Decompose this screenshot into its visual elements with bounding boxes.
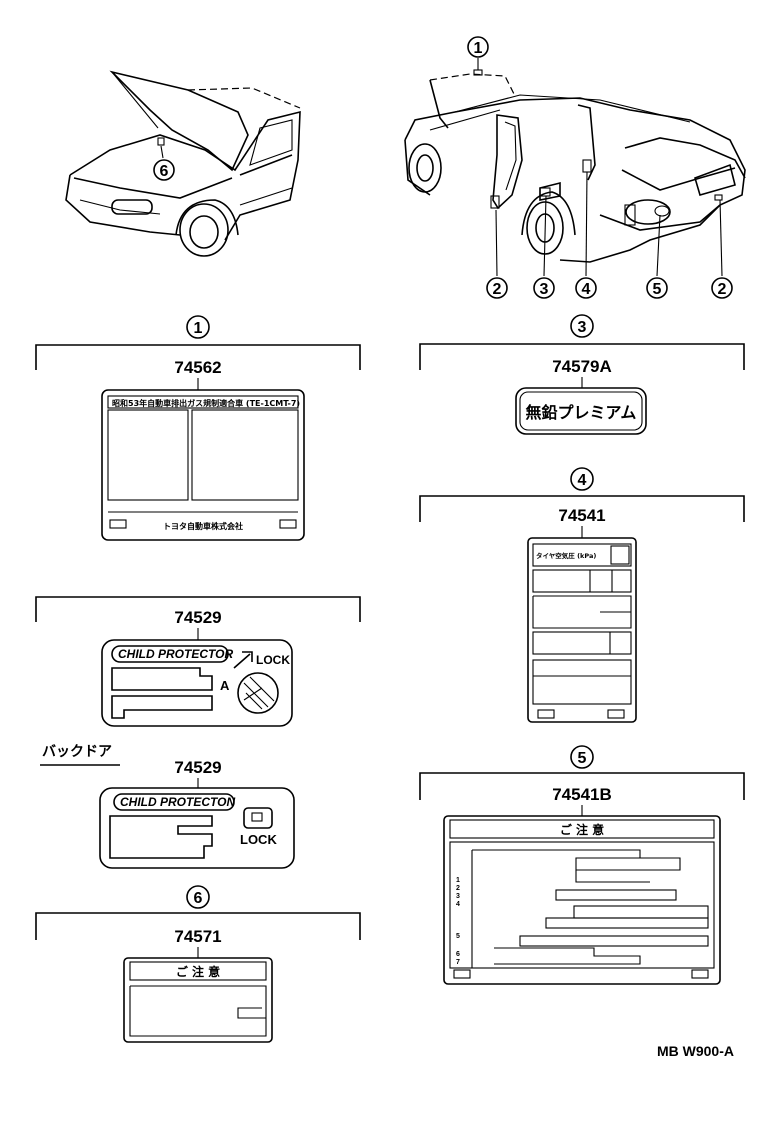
figure-id: MB W900-A bbox=[657, 1043, 734, 1059]
part-74529-group: 74529 CHILD PROTECTOR LOCK A bbox=[35, 596, 361, 727]
callout-2-car-right: 2 bbox=[711, 277, 733, 299]
svg-text:3: 3 bbox=[456, 893, 460, 900]
lock-switch-icon bbox=[243, 807, 273, 829]
bracket-74529 bbox=[35, 596, 361, 622]
svg-text:2: 2 bbox=[456, 885, 460, 892]
front-car-illustration bbox=[65, 70, 301, 257]
svg-text:5: 5 bbox=[456, 933, 460, 940]
callout-1-car: 1 bbox=[467, 36, 489, 58]
part-number-74541: 74541 bbox=[558, 506, 605, 525]
svg-text:2: 2 bbox=[493, 281, 502, 298]
part-74571-group: 6 74571 ご 注 意 bbox=[35, 885, 361, 1043]
label-74541-header: タイヤ空気圧 (kPa) bbox=[536, 551, 596, 560]
callout-5-car: 5 bbox=[646, 277, 668, 299]
svg-text:6: 6 bbox=[456, 951, 460, 958]
svg-text:4: 4 bbox=[582, 281, 591, 298]
part-callout-6: 6 bbox=[194, 890, 203, 907]
label-74579A bbox=[515, 387, 647, 435]
callout-4-car: 4 bbox=[575, 277, 597, 299]
lock-arrow-icon bbox=[233, 651, 253, 669]
bracket-74541 bbox=[419, 495, 745, 522]
part-callout-4: 4 bbox=[578, 472, 587, 489]
label-74529-arrow-label: A bbox=[220, 678, 230, 693]
bracket-74562 bbox=[35, 344, 361, 370]
svg-text:7: 7 bbox=[456, 959, 460, 966]
part-number-74529: 74529 bbox=[174, 608, 221, 627]
bracket-74579A bbox=[419, 343, 745, 370]
label-74529-backdoor-heading: CHILD PROTECTON bbox=[120, 795, 235, 809]
callout-3-car: 3 bbox=[533, 277, 555, 299]
lock-knob-icon bbox=[237, 672, 279, 714]
label-74571 bbox=[123, 957, 273, 1043]
label-74562-header: 昭和53年自動車排出ガス規制適合車 (TE-1CMT-7) bbox=[112, 398, 300, 408]
callout-2-car-left: 2 bbox=[486, 277, 508, 299]
label-74541 bbox=[527, 537, 637, 723]
backdoor-section-label: バックドア bbox=[42, 744, 112, 760]
part-number-74541B: 74541B bbox=[552, 785, 612, 804]
label-74579A-text: 無鉛プレミアム bbox=[526, 403, 637, 422]
svg-text:1: 1 bbox=[456, 877, 460, 884]
part-callout-1-circle bbox=[186, 315, 210, 339]
callout-6-car: 6 bbox=[153, 159, 175, 181]
part-74541B-group: 5 74541B ご 注 意 1 2 3 4 5 6 7 bbox=[419, 745, 745, 985]
part-74529-backdoor-group: バックドア 74529 CHILD PROTECTON LOCK bbox=[40, 744, 295, 869]
label-74529-backdoor bbox=[99, 787, 295, 869]
rear-car-leaders bbox=[477, 58, 723, 277]
svg-text:3: 3 bbox=[540, 281, 549, 298]
label-74529 bbox=[101, 639, 293, 727]
svg-text:6: 6 bbox=[160, 163, 169, 180]
label-74541B-row-numbers: 1 2 3 4 5 6 7 bbox=[456, 877, 460, 966]
svg-text:5: 5 bbox=[653, 281, 662, 298]
label-74571-header: ご 注 意 bbox=[176, 964, 220, 979]
part-74541-group: 4 74541 タイヤ空気圧 (kPa) bbox=[419, 467, 745, 723]
part-74579A-group: 3 74579A 無鉛プレミアム bbox=[419, 314, 745, 435]
part-callout-5: 5 bbox=[578, 750, 587, 767]
part-number-74562: 74562 bbox=[174, 358, 221, 377]
part-callout-3: 3 bbox=[578, 319, 587, 336]
bracket-74541B bbox=[419, 772, 745, 800]
label-74541B bbox=[443, 815, 721, 985]
svg-text:2: 2 bbox=[718, 281, 727, 298]
part-number-74579A: 74579A bbox=[552, 357, 612, 376]
svg-text:4: 4 bbox=[456, 901, 460, 908]
part-callout-1: 1 bbox=[194, 320, 203, 337]
svg-text:1: 1 bbox=[474, 40, 483, 57]
label-74541B-header: ご 注 意 bbox=[560, 822, 604, 837]
part-74562-group: 1 74562 昭和53年自動車排出ガス規制適合車 (TE-1CMT-7) トヨ… bbox=[35, 315, 361, 541]
label-74529-backdoor-lock: LOCK bbox=[240, 832, 277, 847]
part-number-74529-backdoor: 74529 bbox=[174, 758, 221, 777]
part-number-74571: 74571 bbox=[174, 927, 221, 946]
label-74529-heading: CHILD PROTECTOR bbox=[118, 647, 233, 661]
label-74562 bbox=[101, 389, 305, 541]
rear-car-illustration bbox=[404, 69, 746, 263]
label-74562-footer: トヨタ自動車株式会社 bbox=[163, 521, 243, 531]
bracket-74571 bbox=[35, 912, 361, 940]
label-74529-lock: LOCK bbox=[256, 653, 290, 667]
